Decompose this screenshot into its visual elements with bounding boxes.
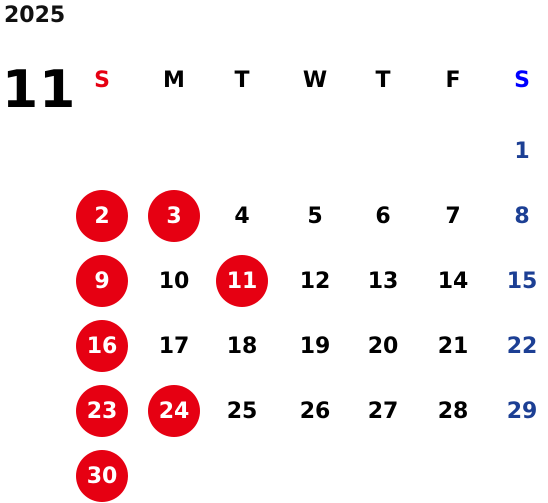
day-cell-30[interactable]: 30: [76, 450, 128, 502]
day-cell-13[interactable]: 13: [367, 268, 399, 294]
day-cell-1[interactable]: 1: [514, 138, 530, 164]
day-cell-28[interactable]: 28: [437, 398, 469, 424]
day-cell-21[interactable]: 21: [437, 333, 469, 359]
day-cell-24[interactable]: 24: [148, 385, 200, 437]
weekday-header-monday: M: [163, 68, 185, 93]
day-cell-12[interactable]: 12: [299, 268, 331, 294]
weekday-header-saturday: S: [514, 68, 530, 93]
day-cell-15[interactable]: 15: [506, 268, 538, 294]
weekday-header-wednesday: W: [302, 68, 328, 93]
day-cell-16[interactable]: 16: [76, 320, 128, 372]
day-cell-2[interactable]: 2: [76, 190, 128, 242]
day-cell-26[interactable]: 26: [299, 398, 331, 424]
day-cell-17[interactable]: 17: [158, 333, 190, 359]
day-cell-11[interactable]: 11: [216, 255, 268, 307]
day-cell-6[interactable]: 6: [375, 203, 391, 229]
weekday-header-tuesday: T: [234, 68, 250, 93]
day-cell-27[interactable]: 27: [367, 398, 399, 424]
day-cell-25[interactable]: 25: [226, 398, 258, 424]
day-cell-10[interactable]: 10: [158, 268, 190, 294]
day-cell-19[interactable]: 19: [299, 333, 331, 359]
day-cell-14[interactable]: 14: [437, 268, 469, 294]
day-cell-23[interactable]: 23: [76, 385, 128, 437]
day-cell-22[interactable]: 22: [506, 333, 538, 359]
day-cell-8[interactable]: 8: [514, 203, 530, 229]
day-cell-9[interactable]: 9: [76, 255, 128, 307]
day-cell-20[interactable]: 20: [367, 333, 399, 359]
day-cell-5[interactable]: 5: [307, 203, 323, 229]
year-label: 2025: [4, 3, 66, 28]
day-cell-7[interactable]: 7: [445, 203, 461, 229]
day-cell-29[interactable]: 29: [506, 398, 538, 424]
day-cell-3[interactable]: 3: [148, 190, 200, 242]
weekday-header-sunday: S: [94, 68, 110, 93]
month-number: 11: [2, 60, 77, 120]
weekday-header-thursday: T: [375, 68, 391, 93]
day-cell-18[interactable]: 18: [226, 333, 258, 359]
weekday-header-friday: F: [445, 68, 461, 93]
day-cell-4[interactable]: 4: [234, 203, 250, 229]
